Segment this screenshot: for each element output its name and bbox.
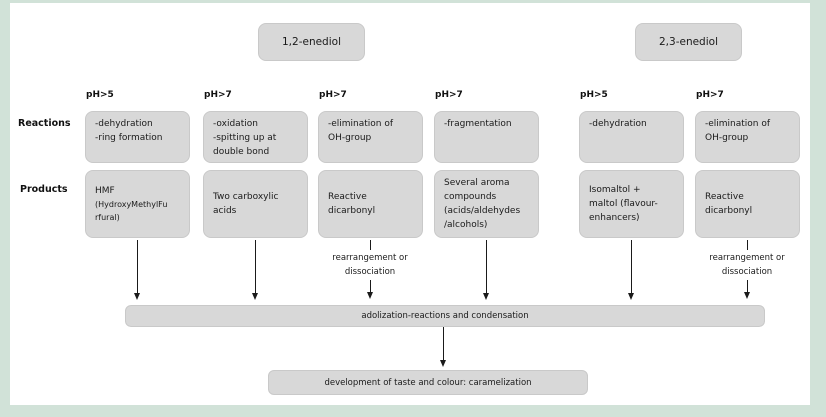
note-col6: rearrangement or dissociation [709,253,785,277]
ph-label-col4: pH>7 [435,90,463,100]
caramelization-label: development of taste and colour: caramel… [324,377,532,388]
arrow-down-icon-col6 [744,292,750,299]
arrow-down-icon-final [440,360,446,367]
pathway-box-23-enediol: 2,3-enediol [635,23,742,61]
arrow-down-icon-col2 [252,293,258,300]
row-label-reactions: Reactions [18,118,71,129]
product-text-col2: Two carboxylic acids [213,192,279,216]
arrow-down-icon-col3 [367,292,373,299]
arrow-down-icon-col5 [628,293,634,300]
flow-line-col2 [255,240,256,294]
flow-stub-col3 [370,240,371,250]
pathway-label-12-enediol: 1,2-enediol [282,36,341,48]
reaction-box-col4: -fragmentation [434,111,539,163]
reaction-box-col5: -dehydration [579,111,684,163]
ph-label-col1: pH>5 [86,90,114,100]
ph-label-col3: pH>7 [319,90,347,100]
caramelization-box: development of taste and colour: caramel… [268,370,588,395]
arrow-down-icon-col1 [134,293,140,300]
product-box-col1: HMF (HydroxyMethylFu rfural) [85,170,190,238]
reaction-box-col6: -elimination of OH-group [695,111,800,163]
reaction-box-col3: -elimination of OH-group [318,111,423,163]
product-text-col5: Isomaltol + maltol (flavour- enhancers) [589,185,658,223]
product-box-col3: Reactive dicarbonyl [318,170,423,238]
ph-label-col5: pH>5 [580,90,608,100]
product-box-col4: Several aroma compounds (acids/aldehydes… [434,170,539,238]
product-text-col4: Several aroma compounds (acids/aldehydes… [444,178,521,230]
flow-line-col4 [486,240,487,294]
product-text-col6: Reactive dicarbonyl [705,192,753,216]
reaction-box-col2: -oxidation -spitting up at double bond [203,111,308,163]
ph-label-col6: pH>7 [696,90,724,100]
product-box-col2: Two carboxylic acids [203,170,308,238]
flow-line-final [443,327,444,361]
pathway-box-12-enediol: 1,2-enediol [258,23,365,61]
product-title-col1: HMF [95,186,115,196]
flow-line-col5 [631,240,632,294]
pathway-label-23-enediol: 2,3-enediol [659,36,718,48]
condensation-box: adolization-reactions and condensation [125,305,765,327]
product-subtitle-col1: (HydroxyMethylFu rfural) [95,200,168,222]
product-box-col6: Reactive dicarbonyl [695,170,800,238]
product-box-col5: Isomaltol + maltol (flavour- enhancers) [579,170,684,238]
flow-line-col3 [370,280,371,293]
condensation-label: adolization-reactions and condensation [361,311,529,321]
product-text-col3: Reactive dicarbonyl [328,192,376,216]
flow-stub-col6 [747,240,748,250]
flow-line-col1 [137,240,138,294]
ph-label-col2: pH>7 [204,90,232,100]
flow-line-col6 [747,280,748,293]
note-col3: rearrangement or dissociation [332,253,408,277]
arrow-down-icon-col4 [483,293,489,300]
row-label-products: Products [20,184,68,195]
reaction-box-col1: -dehydration -ring formation [85,111,190,163]
